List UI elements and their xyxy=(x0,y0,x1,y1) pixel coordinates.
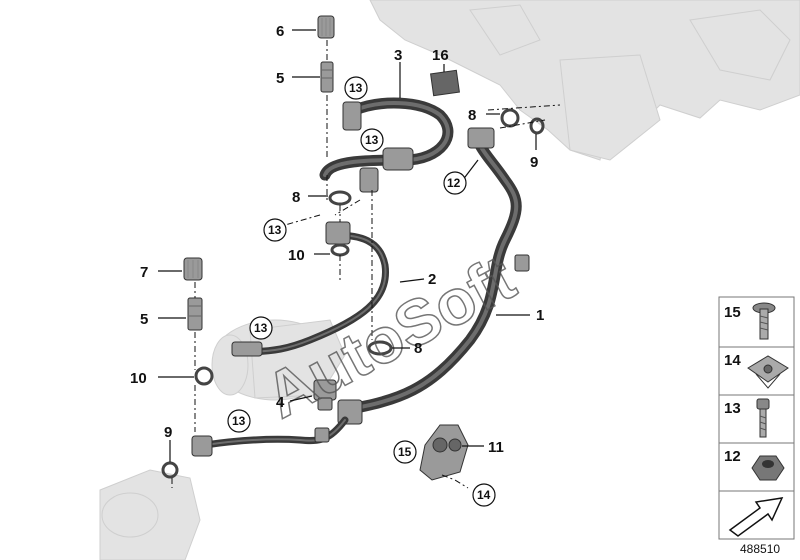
legend-num-15: 15 xyxy=(724,304,741,321)
ghost-engine-top xyxy=(369,0,800,161)
arrow-icon xyxy=(728,497,784,537)
callout-8: 8 xyxy=(292,189,300,206)
callout-8: 8 xyxy=(414,340,422,357)
callout-4: 4 xyxy=(276,394,285,411)
hose-lower xyxy=(191,416,349,457)
callout-10: 10 xyxy=(130,370,147,387)
callout-13: 13 xyxy=(349,81,363,95)
legend-num-13: 13 xyxy=(724,400,741,417)
callout-11: 11 xyxy=(488,439,504,456)
callout-13: 13 xyxy=(254,321,268,335)
callout-9: 9 xyxy=(530,154,538,171)
callout-5: 5 xyxy=(140,311,148,328)
callout-14: 14 xyxy=(477,488,491,502)
legend-panel: 15 14 13 12 xyxy=(718,296,795,540)
hose-line-3 xyxy=(319,97,454,193)
callout-12: 12 xyxy=(447,176,461,190)
callout-3: 3 xyxy=(394,47,402,64)
leader-lines xyxy=(158,29,537,462)
callout-13: 13 xyxy=(365,133,379,147)
callout-15: 15 xyxy=(398,445,412,459)
callout-9: 9 xyxy=(164,424,172,441)
callouts: 6 3 16 5 13 13 8 8 9 12 13 10 2 7 5 13 1… xyxy=(130,23,544,507)
callout-1: 1 xyxy=(536,307,544,324)
sensor-4 xyxy=(313,379,337,411)
callout-10: 10 xyxy=(288,247,305,264)
callout-13: 13 xyxy=(232,414,246,428)
diagram-number: 488510 xyxy=(740,542,780,556)
label-16 xyxy=(430,69,460,97)
ghost-lower-block xyxy=(99,469,201,560)
callout-2: 2 xyxy=(428,271,436,288)
callout-6: 6 xyxy=(276,23,284,40)
hex-nut-icon xyxy=(751,455,785,481)
hose-line-2 xyxy=(231,221,390,357)
valve-5-left xyxy=(187,297,203,331)
bolt-icon xyxy=(752,302,776,340)
callout-7: 7 xyxy=(140,264,148,281)
cap-7 xyxy=(183,257,203,281)
legend-num-14: 14 xyxy=(724,352,741,369)
callout-13: 13 xyxy=(268,223,282,237)
clip-nut-icon xyxy=(747,355,789,389)
valve-5-top xyxy=(320,61,334,93)
callout-16: 16 xyxy=(432,47,449,64)
cap-6 xyxy=(317,15,335,39)
callout-5: 5 xyxy=(276,70,284,87)
legend-num-12: 12 xyxy=(724,448,741,465)
callout-8: 8 xyxy=(468,107,476,124)
bracket-11 xyxy=(419,424,469,481)
hose-line-1 xyxy=(337,127,530,425)
screw-icon xyxy=(756,398,770,438)
